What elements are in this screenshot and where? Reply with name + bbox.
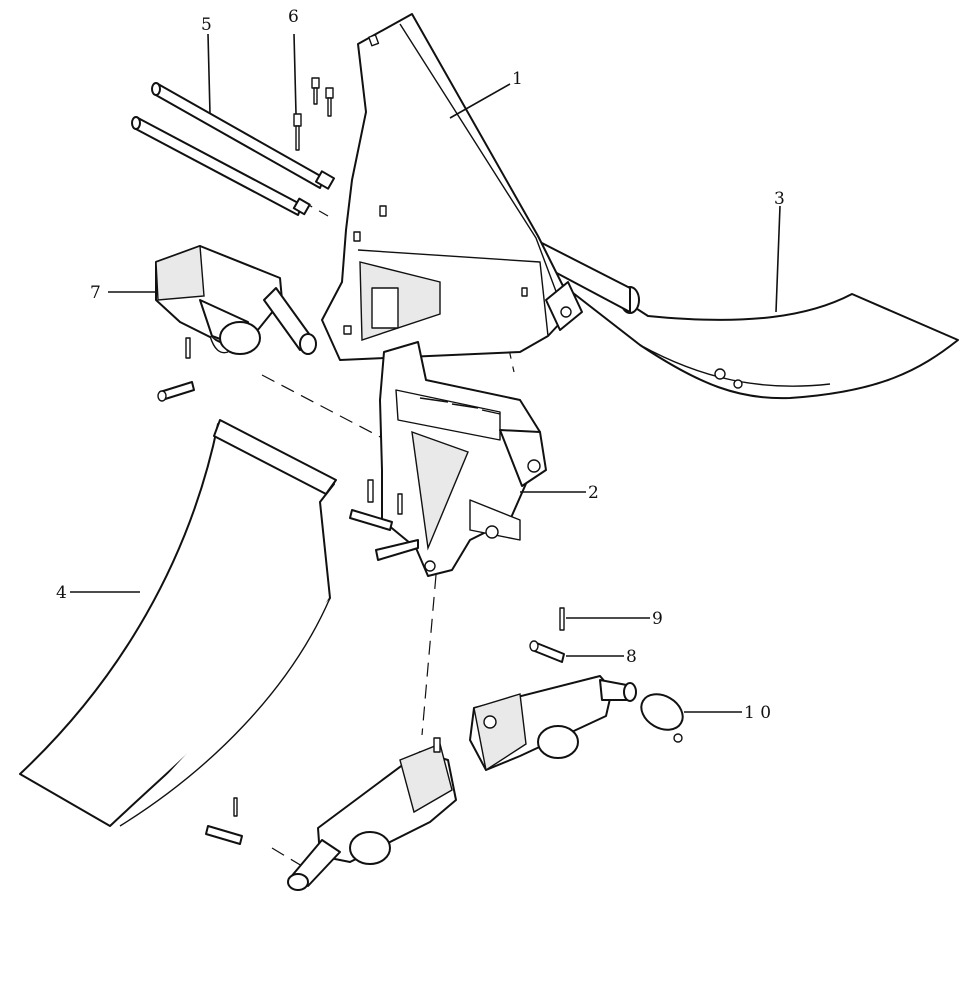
callout-3: 3: [774, 189, 785, 209]
callout-9: 9: [652, 609, 663, 629]
callout-7: 7: [90, 283, 101, 303]
callout-8: 8: [626, 647, 637, 667]
part-7-upper-actuator: [155, 245, 317, 402]
callout-10: 1 0: [744, 703, 771, 723]
lower-right-actuator: [469, 675, 637, 772]
callout-4: 4: [56, 583, 67, 603]
part-1-deflector: [321, 13, 583, 361]
part-4-lower-chute: [19, 419, 337, 827]
part-10-ring-clip: [640, 693, 684, 743]
callout-5: 5: [201, 15, 212, 35]
leader-lines: [70, 33, 781, 713]
callout-2: 2: [588, 483, 599, 503]
callout-1: 1: [512, 69, 523, 89]
lower-actuator: [205, 737, 457, 891]
callout-labels: 1 2 3 4 5 6 7 8 9 1 0: [56, 7, 785, 723]
part-9-cotter-pin: [559, 607, 565, 631]
part-5-long-pins: [131, 82, 336, 216]
part-3-chute-extension: [527, 237, 959, 400]
part-8-clevis-pin: [529, 640, 565, 663]
part-2-bracket: [349, 341, 547, 577]
part-6-bolts: [293, 77, 334, 151]
callout-6: 6: [288, 7, 299, 27]
